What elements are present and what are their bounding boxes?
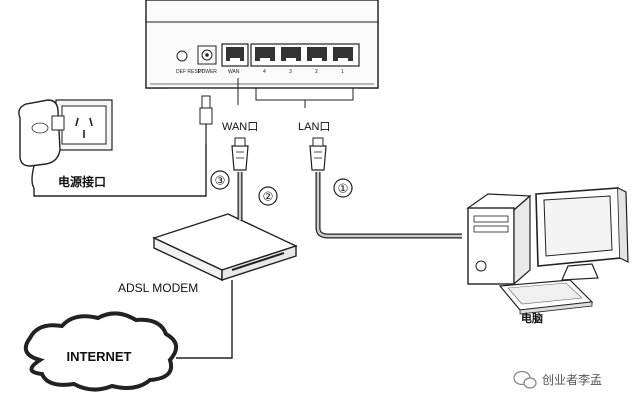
computer-label: 电脑: [521, 311, 543, 325]
wall-socket: [55, 99, 113, 151]
lan-number-2: 2: [315, 69, 318, 75]
power-port-label: 电源接口: [58, 174, 106, 189]
router: DEF RESET POWER WAN 4 3 2 1: [145, 0, 379, 89]
adsl-modem: [152, 213, 298, 282]
lan-ports: [250, 43, 360, 67]
power-label: POWER: [198, 69, 217, 75]
port-brackets: [237, 78, 354, 108]
watermark: 创业者李孟: [513, 370, 602, 389]
step-markers: ③ ② ①: [210, 170, 353, 206]
power-adapter: [18, 99, 65, 189]
step-1: ①: [338, 182, 349, 196]
computer: [466, 187, 629, 315]
wechat-icon: [513, 370, 537, 389]
power-cable: [33, 95, 213, 197]
wan-small-label: WAN: [228, 69, 240, 75]
reset-label: DEF RESET: [176, 69, 204, 75]
internet-label: INTERNET: [67, 349, 132, 364]
watermark-text: 创业者李孟: [542, 372, 602, 387]
modem-label: ADSL MODEM: [118, 281, 198, 295]
step-3: ③: [215, 174, 226, 188]
reset-button: [176, 50, 188, 62]
lan-cable: [309, 137, 462, 239]
internet-cloud: [23, 311, 178, 392]
internet-line: [176, 280, 233, 359]
wan-cable: [231, 137, 249, 220]
lan-port-label: LAN口: [298, 121, 330, 133]
lan-number-1: 1: [341, 69, 344, 75]
wan-port-label: WAN口: [222, 121, 258, 133]
step-2: ②: [263, 190, 274, 204]
wan-port: [221, 43, 249, 67]
lan-number-4: 4: [263, 69, 266, 75]
lan-number-3: 3: [289, 69, 292, 75]
